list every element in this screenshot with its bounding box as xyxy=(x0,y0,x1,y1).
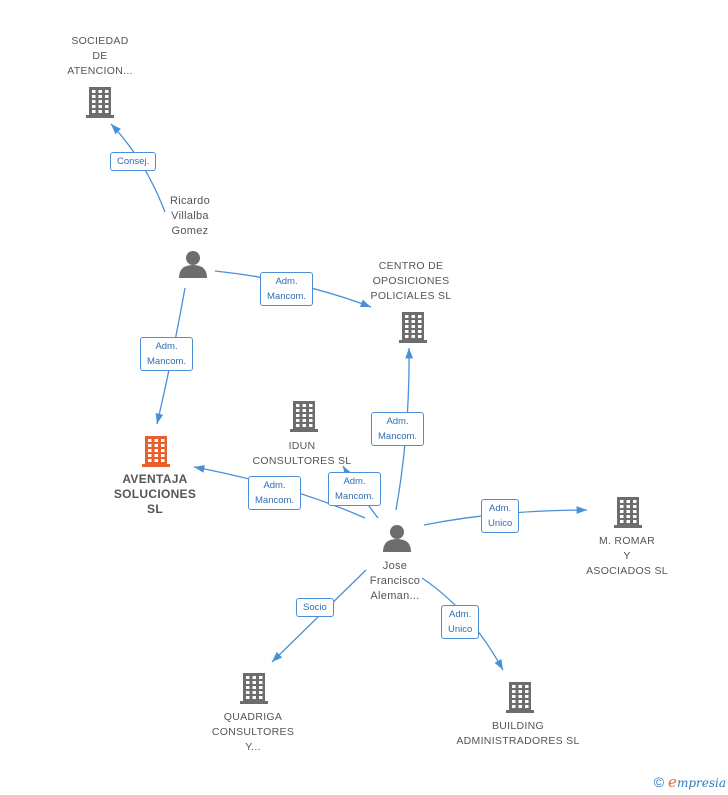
building-icon-quadriga[interactable] xyxy=(240,673,268,704)
edge-label-consej[interactable]: Consej. xyxy=(110,152,157,171)
edge-label-ricardo-aventaja[interactable]: Adm. Mancom. xyxy=(140,337,194,371)
node-label-ricardo[interactable]: Ricardo Villalba Gomez xyxy=(169,195,210,237)
nodes-layer xyxy=(86,87,642,713)
building-icon-building[interactable] xyxy=(506,682,534,713)
node-label-building[interactable]: BUILDING ADMINISTRADORES SL xyxy=(456,720,580,747)
footer-brand: ©empresia xyxy=(654,773,726,791)
edge-label-socio[interactable]: Socio xyxy=(296,598,334,617)
building-icon-aventaja[interactable] xyxy=(142,436,170,467)
building-icon-centro[interactable] xyxy=(399,312,427,343)
building-icon-idun[interactable] xyxy=(290,401,318,432)
edge-label-jose-romar[interactable]: Adm. Unico xyxy=(481,499,520,533)
edge-label-jose-idun[interactable]: Adm. Mancom. xyxy=(328,472,382,506)
person-icon-jose[interactable] xyxy=(383,525,411,552)
building-icon-romar[interactable] xyxy=(614,497,642,528)
brand-name: mpresia xyxy=(676,776,726,790)
node-label-jose[interactable]: Jose Francisco Aleman... xyxy=(369,560,421,602)
copyright-icon: © xyxy=(653,774,665,790)
edge-label-ricardo-centro[interactable]: Adm. Mancom. xyxy=(260,272,314,306)
brand-initial: e xyxy=(668,773,677,791)
node-label-idun[interactable]: IDUN CONSULTORES SL xyxy=(252,440,352,467)
node-label-quadriga[interactable]: QUADRIGA CONSULTORES Y... xyxy=(211,711,295,753)
node-label-centro[interactable]: CENTRO DE OPOSICIONES POLICIALES SL xyxy=(370,260,452,302)
edge-label-jose-centro[interactable]: Adm. Mancom. xyxy=(371,412,425,446)
person-icon-ricardo[interactable] xyxy=(179,251,207,278)
node-label-sociedad[interactable]: SOCIEDAD DE ATENCION... xyxy=(67,35,133,77)
edge-label-jose-aventaja[interactable]: Adm. Mancom. xyxy=(248,476,302,510)
node-label-aventaja[interactable]: AVENTAJA SOLUCIONES SL xyxy=(113,472,197,516)
building-icon-sociedad[interactable] xyxy=(86,87,114,118)
edge-label-jose-building[interactable]: Adm. Unico xyxy=(441,605,480,639)
node-label-romar[interactable]: M. ROMAR Y ASOCIADOS SL xyxy=(586,535,668,577)
